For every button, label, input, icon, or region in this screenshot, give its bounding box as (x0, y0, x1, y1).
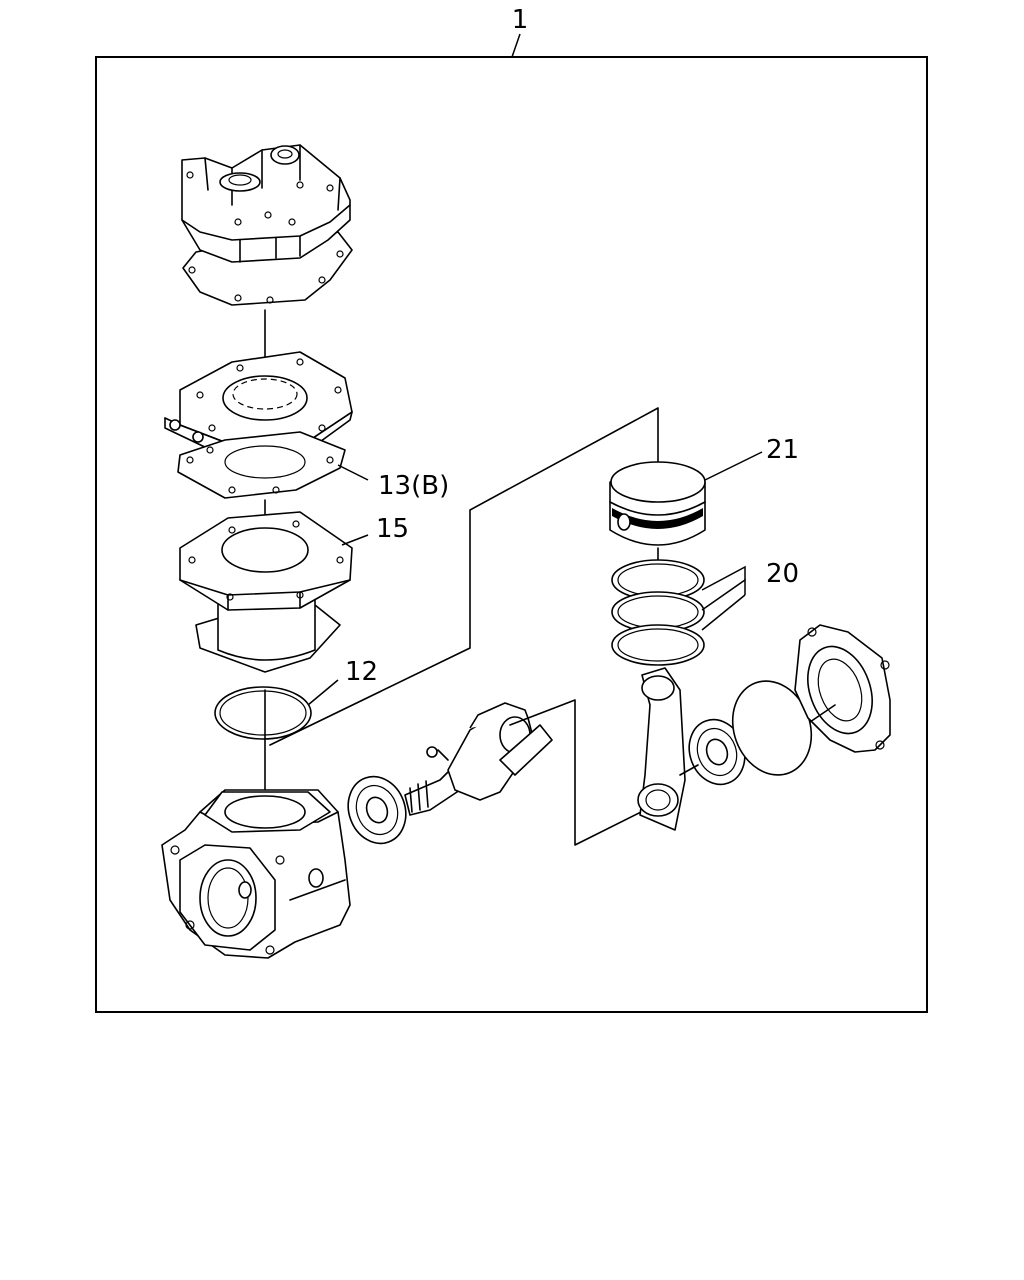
assembly-leader-line (511, 33, 521, 58)
piston-axis-line (269, 407, 659, 746)
o-ring (214, 686, 312, 740)
piston (609, 461, 706, 546)
callout-13b: 13(B) (378, 471, 449, 501)
crankcase (161, 789, 351, 959)
cylinder (179, 511, 353, 673)
assembly-frame (95, 56, 928, 1013)
left-bearing (347, 775, 407, 845)
right-bearing (688, 718, 746, 786)
leader-12 (307, 679, 339, 706)
callout-assembly: 1 (512, 5, 529, 35)
end-cover (794, 624, 891, 753)
crank-centerline (509, 699, 646, 846)
callout-20: 20 (766, 559, 799, 589)
leader-20c (701, 594, 746, 631)
crankshaft (404, 702, 553, 816)
leader-13b (337, 464, 369, 481)
cylinder-head (181, 144, 353, 306)
piston-rings (611, 559, 705, 666)
head-gasket (177, 431, 346, 499)
callout-12: 12 (345, 657, 378, 687)
leader-20b (701, 578, 746, 611)
leader-20a (701, 565, 746, 591)
callout-21: 21 (766, 435, 799, 465)
leader-15 (341, 534, 369, 546)
leader-21 (704, 451, 763, 481)
callout-15: 15 (376, 514, 409, 544)
connecting-rod (637, 667, 686, 831)
